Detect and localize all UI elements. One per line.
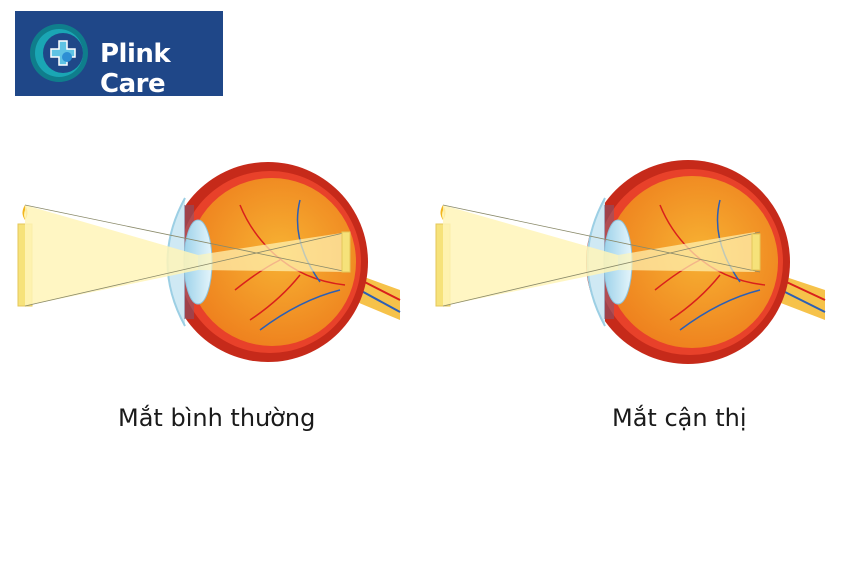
eye-medical-logo-icon [30, 24, 88, 82]
light-rays [24, 204, 351, 307]
brand-name: Plink Care [100, 39, 171, 99]
normal-eye-figure [17, 162, 401, 362]
light-rays [442, 204, 761, 307]
caption-normal-eye: Mắt bình thường [118, 404, 316, 432]
brand-logo[interactable]: Plink Care [15, 11, 223, 99]
caption-myopic-eye: Mắt cận thị [612, 404, 747, 432]
myopic-eye-figure [435, 160, 826, 364]
